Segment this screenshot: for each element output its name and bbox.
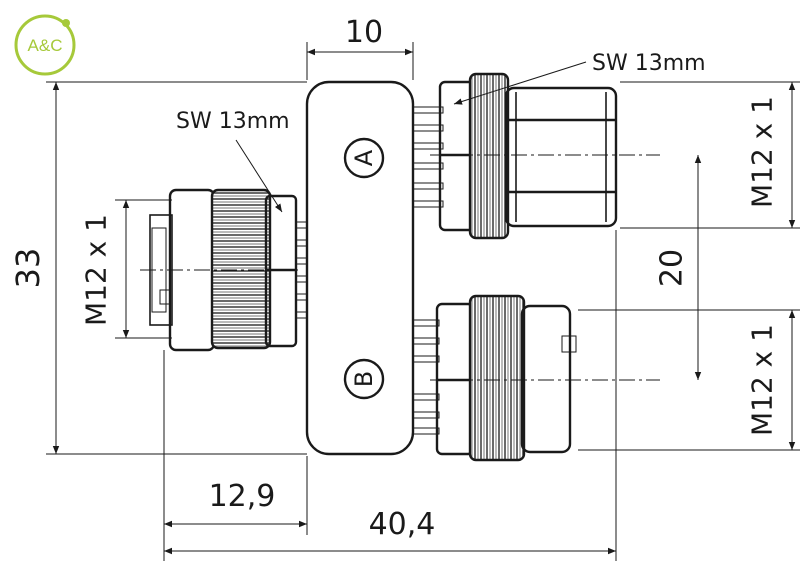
port-a-badge: [343, 137, 385, 179]
dim-thread-right-top: M12 x 1: [620, 81, 800, 229]
bottom-pins: [412, 319, 440, 435]
logo-dot: [62, 19, 70, 27]
sw-left-text: SW 13mm: [176, 109, 290, 134]
dim-thread-left: M12 x 1: [80, 199, 172, 339]
port-a-label: A: [350, 149, 378, 166]
dim-total-length-text: 40,4: [369, 507, 436, 542]
port-b-badge: [343, 358, 385, 400]
sw-right-text: SW 13mm: [592, 51, 706, 76]
bottom-knurl-nut: [468, 294, 526, 462]
left-pins: [295, 221, 308, 319]
top-pins: [412, 106, 444, 208]
brand-logo: A&C: [14, 14, 76, 76]
sw-left-callout: SW 13mm: [176, 109, 290, 213]
top-hex-nut: [504, 86, 618, 228]
center-lines: [140, 154, 660, 381]
logo-ring: [14, 14, 76, 76]
dim-pitch: 20: [655, 155, 702, 380]
thread-left-text: M12 x 1: [80, 214, 113, 326]
thread-right-top-text: M12 x 1: [746, 96, 779, 208]
dim-height-text: 33: [9, 248, 47, 289]
dim-pitch-text: 20: [655, 249, 690, 287]
dim-left-offset-text: 12,9: [209, 479, 276, 514]
dim-top-width: 10: [306, 15, 414, 80]
dim-height: 33: [9, 81, 307, 455]
dim-top-width-text: 10: [345, 15, 383, 50]
port-b-label: B: [350, 371, 378, 387]
logo-text: A&C: [28, 36, 63, 55]
left-knurl-nut: [210, 188, 272, 350]
adapter-body: A B: [305, 80, 415, 456]
left-connector: [149, 188, 308, 352]
thread-right-bottom-text: M12 x 1: [746, 324, 779, 436]
top-knurl-nut: [468, 72, 510, 240]
dim-left-offset: 12,9: [163, 350, 308, 561]
dim-total-length: 40,4: [164, 230, 617, 561]
right-bottom-connector: [412, 294, 577, 462]
dim-thread-right-bottom: M12 x 1: [578, 309, 800, 451]
right-top-connector: [412, 72, 618, 240]
sw-right-callout: SW 13mm: [453, 51, 706, 105]
